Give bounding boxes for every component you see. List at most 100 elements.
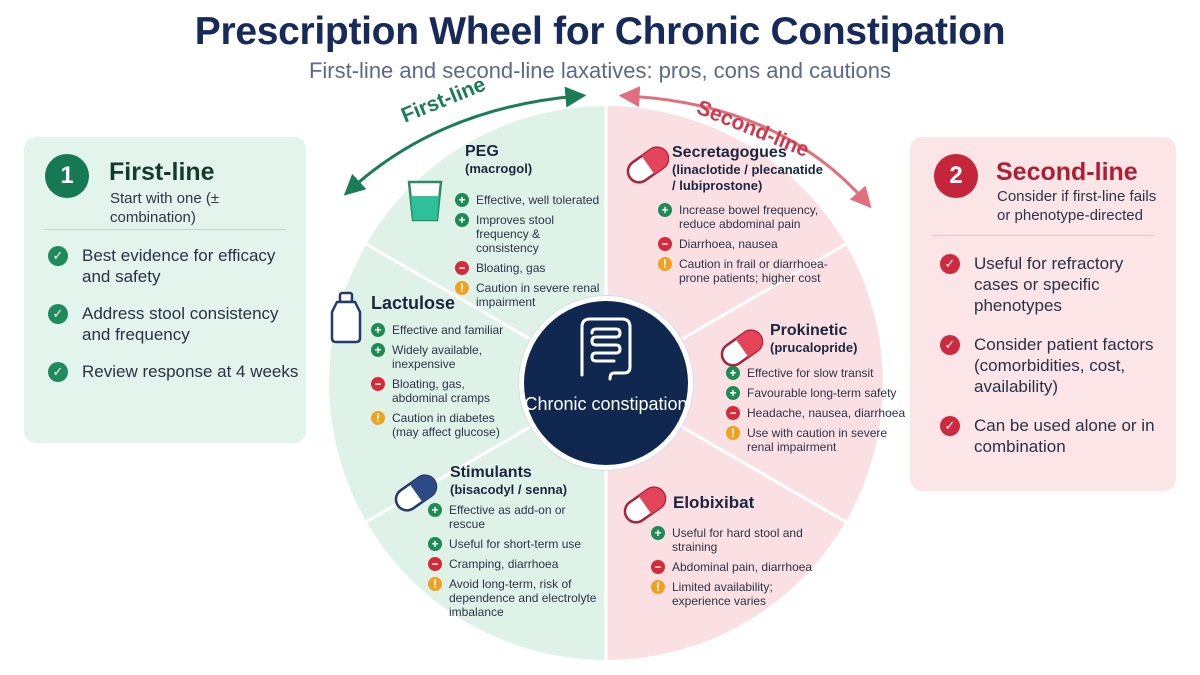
list-item: −Abdominal pain, diarrhoea	[651, 560, 821, 574]
list-item: !Avoid long-term, risk of dependence and…	[428, 577, 603, 619]
check-circle-icon: ✓	[940, 335, 960, 355]
segment-stimulants: Stimulants (bisacodyl / senna) +Effectiv…	[428, 463, 603, 625]
warning-icon: !	[455, 281, 469, 295]
list-item: +Effective and familiar	[371, 323, 521, 337]
minus-icon: −	[455, 261, 469, 275]
segment-points: +Effective as add-on or rescue +Useful f…	[428, 503, 603, 619]
bottle-icon	[330, 291, 362, 344]
list-item: +Effective, well tolerated	[455, 193, 605, 207]
list-item: +Increase bowel frequency, reduce abdomi…	[658, 203, 858, 231]
segment-title: Prokinetic	[770, 322, 848, 339]
plus-icon: +	[726, 366, 740, 380]
capsule-icon	[720, 329, 764, 367]
segment-title: Elobixibat	[673, 493, 755, 512]
intestine-icon	[580, 317, 632, 381]
center-hub: Chronic constipation	[519, 296, 693, 470]
minus-icon: −	[658, 237, 672, 251]
first-line-divider	[44, 229, 286, 230]
plus-icon: +	[371, 343, 385, 357]
page-title: Prescription Wheel for Chronic Constipat…	[194, 10, 1006, 53]
check-circle-icon: ✓	[48, 304, 68, 324]
segment-prokinetic: Prokinetic (prucalopride) +Effective for…	[726, 321, 906, 460]
check-circle-icon: ✓	[48, 362, 68, 382]
warning-icon: !	[658, 257, 672, 271]
check-circle-icon: ✓	[940, 254, 960, 274]
segment-title: Secretagogues	[672, 144, 787, 161]
segment-subtitle: (bisacodyl / senna)	[450, 482, 568, 497]
second-line-divider	[932, 235, 1154, 236]
list-item: +Effective as add-on or rescue	[428, 503, 603, 531]
first-line-heading: First-line	[109, 158, 215, 186]
segment-points: +Useful for hard stool and straining −Ab…	[651, 526, 821, 608]
list-item: −Bloating, gas	[455, 261, 605, 275]
list-item: ✓Can be used alone or in combination	[938, 415, 1168, 457]
list-item: ✓Consider patient factors (comorbidities…	[938, 334, 1168, 397]
minus-icon: −	[726, 406, 740, 420]
list-item: +Widely available, inexpensive	[371, 343, 521, 371]
warning-icon: !	[428, 577, 442, 591]
minus-icon: −	[428, 557, 442, 571]
list-item: ✓Useful for refractory cases or specific…	[938, 253, 1168, 316]
check-circle-icon: ✓	[48, 246, 68, 266]
list-item: ✓Review response at 4 weeks	[46, 361, 302, 382]
segment-points: +Effective for slow transit +Favourable …	[726, 366, 906, 454]
second-line-heading: Second-line	[996, 158, 1138, 186]
first-line-number-badge: 1	[45, 154, 89, 198]
list-item: −Headache, nausea, diarrhoea	[726, 406, 906, 420]
first-line-arc-arrow	[343, 86, 587, 196]
list-item: +Effective for slow transit	[726, 366, 906, 380]
plus-icon: +	[455, 213, 469, 227]
segment-title: Stimulants	[450, 464, 532, 481]
list-item: ✓Best evidence for efficacy and safety	[46, 245, 302, 287]
list-item: !Use with caution in severe renal impair…	[726, 426, 906, 454]
list-item: +Improves stool frequency & consistency	[455, 213, 605, 255]
segment-points: +Effective and familiar +Widely availabl…	[371, 323, 521, 439]
plus-icon: +	[658, 203, 672, 217]
segment-lactulose: Lactulose +Effective and familiar +Widel…	[371, 294, 521, 445]
segment-secretagogues: Secretagogues (linaclotide / plecanatide…	[658, 143, 858, 291]
first-line-description: Start with one (± combination)	[110, 190, 220, 226]
second-line-description: Consider if first-line fails or phenotyp…	[997, 188, 1157, 224]
second-line-half	[606, 106, 883, 660]
capsule-icon	[394, 474, 438, 512]
second-line-points: ✓Useful for refractory cases or specific…	[938, 253, 1168, 475]
warning-icon: !	[651, 580, 665, 594]
segment-subtitle: (linaclotide / plecanatide / lubiproston…	[672, 162, 823, 193]
second-line-panel: 2 Second-line Consider if first-line fai…	[910, 137, 1176, 491]
warning-icon: !	[726, 426, 740, 440]
minus-icon: −	[651, 560, 665, 574]
segment-elobixibat: Elobixibat +Useful for hard stool and st…	[651, 493, 821, 614]
list-item: +Favourable long-term safety	[726, 386, 906, 400]
plus-icon: +	[726, 386, 740, 400]
segment-subtitle: (macrogol)	[465, 161, 533, 176]
plus-icon: +	[428, 537, 442, 551]
glass-icon	[407, 180, 443, 222]
plus-icon: +	[455, 193, 469, 207]
list-item: ✓Address stool consistency and frequency	[46, 303, 302, 345]
first-line-panel: 1 First-line Start with one (± combinati…	[24, 137, 306, 443]
segment-subtitle: (prucalopride)	[770, 340, 858, 355]
list-item: −Diarrhoea, nausea	[658, 237, 858, 251]
plus-icon: +	[651, 526, 665, 540]
segment-title: PEG	[465, 143, 499, 160]
list-item: !Caution in severe renal impairment	[455, 281, 605, 309]
warning-icon: !	[371, 411, 385, 425]
center-label: Chronic constipation	[524, 394, 688, 414]
segment-points: +Effective, well tolerated +Improves sto…	[455, 193, 605, 309]
minus-icon: −	[371, 377, 385, 391]
plus-icon: +	[371, 323, 385, 337]
capsule-icon	[623, 486, 667, 524]
segment-title: Lactulose	[371, 293, 456, 313]
list-item: !Caution in diabetes (may affect glucose…	[371, 411, 521, 439]
first-line-half	[329, 106, 606, 660]
list-item: −Cramping, diarrhoea	[428, 557, 603, 571]
list-item: −Bloating, gas, abdominal cramps	[371, 377, 521, 405]
check-circle-icon: ✓	[940, 416, 960, 436]
segment-peg: PEG (macrogol) +Effective, well tolerate…	[455, 142, 605, 315]
page-subtitle: First-line and second-line laxatives: pr…	[308, 58, 892, 83]
list-item: !Limited availability; experience varies	[651, 580, 821, 608]
first-line-points: ✓Best evidence for efficacy and safety ✓…	[46, 245, 302, 398]
list-item: !Caution in frail or diarrhoea-prone pat…	[658, 257, 858, 285]
second-line-number-badge: 2	[934, 154, 978, 198]
